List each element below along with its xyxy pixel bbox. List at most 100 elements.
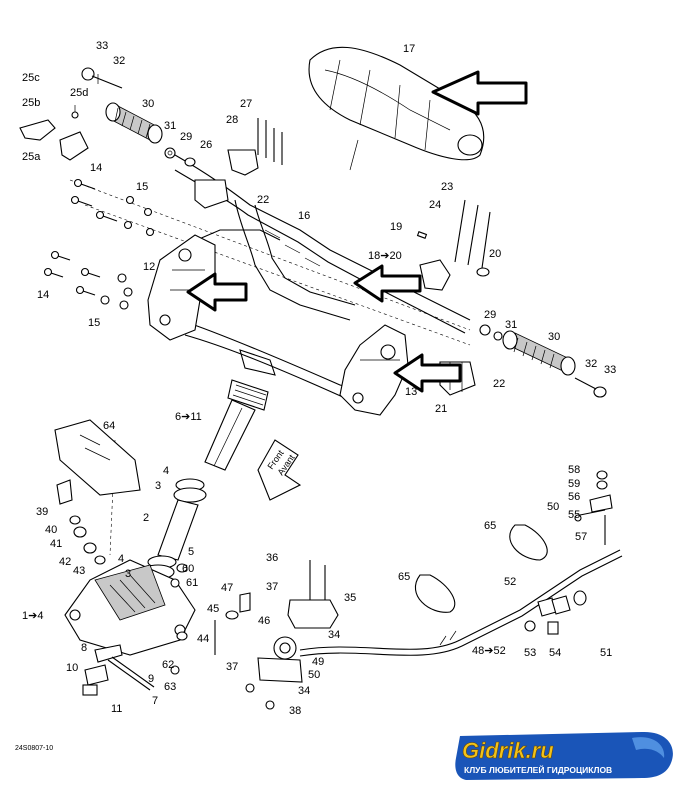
logo-banner-shape [455,731,673,780]
label-7: 7 [152,695,158,707]
bolts-lower-left [43,250,133,310]
label-53: 53 [524,647,536,659]
label-32-left: 32 [113,55,125,67]
callout-arrow-handlebar [353,264,422,303]
upper-clamp [227,118,283,176]
callout-arrow-bracket-left [186,272,248,312]
throttle-lever [19,105,89,161]
label-50-lower: 50 [308,669,320,681]
nozzle-linkage [524,470,613,635]
part-labels: 33 32 25c 25b 25d 25a 30 31 29 27 28 26 … [15,40,616,752]
label-42: 42 [59,556,71,568]
label-18-20: 18➔20 [368,250,402,262]
label-41: 41 [50,538,62,550]
label-60: 60 [182,563,194,575]
label-51: 51 [600,647,612,659]
label-20: 20 [489,248,501,260]
label-31-left: 31 [164,120,176,132]
label-33-left: 33 [96,40,108,52]
label-45: 45 [207,603,219,615]
label-27: 27 [240,98,252,110]
label-13: 13 [405,386,417,398]
label-52: 52 [504,576,516,588]
label-40: 40 [45,524,57,536]
label-61: 61 [186,577,198,589]
label-15-lower: 15 [88,317,100,329]
right-bracket [339,324,409,416]
label-34-upper: 34 [328,629,340,641]
label-26: 26 [200,139,212,151]
logo-tagline-text: КЛУБ ЛЮБИТЕЛЕЙ ГИДРОЦИКЛОВ [464,764,612,775]
label-14-lower: 14 [37,289,49,301]
label-25c: 25c [22,72,40,84]
label-24: 24 [429,199,441,211]
label-8: 8 [81,642,87,654]
right-washers [479,324,503,341]
right-clamp [416,199,491,291]
label-36: 36 [266,552,278,564]
label-37-lower: 37 [226,661,238,673]
callout-arrow-cover [431,70,528,116]
label-48-52: 48➔52 [472,645,506,657]
label-57: 57 [575,531,587,543]
label-50-upper: 50 [547,501,559,513]
label-5: 5 [188,546,194,558]
label-22-right: 22 [493,378,505,390]
label-19: 19 [390,221,402,233]
label-34-lower: 34 [298,685,310,697]
label-65-lower: 65 [398,571,410,583]
label-4-upper: 4 [163,465,169,477]
front-direction-arrow: Front Avant [257,439,302,501]
label-25a: 25a [22,151,41,163]
label-44: 44 [197,633,209,645]
left-bracket [147,234,216,341]
label-62: 62 [162,659,174,671]
label-37-upper: 37 [266,581,278,593]
label-35: 35 [344,592,356,604]
label-16: 16 [298,210,310,222]
label-1-4: 1➔4 [22,610,43,622]
label-46: 46 [258,615,270,627]
steering-base [56,479,196,696]
label-29-left: 29 [180,131,192,143]
label-39: 39 [36,506,48,518]
label-54: 54 [549,647,561,659]
label-31-right: 31 [505,319,517,331]
left-grip [105,102,163,144]
label-17: 17 [403,43,415,55]
label-21: 21 [435,403,447,415]
label-43: 43 [73,565,85,577]
cover-plate [54,419,141,496]
label-2: 2 [143,512,149,524]
left-end-cap [81,67,123,89]
label-11: 11 [111,703,122,715]
label-22-left: 22 [257,194,269,206]
label-28: 28 [226,114,238,126]
callout-arrow-bracket-right [393,353,462,393]
label-25b: 25b [22,97,40,109]
label-64: 64 [103,420,115,432]
label-23: 23 [441,181,453,193]
label-38: 38 [289,705,301,717]
label-9: 9 [148,673,154,685]
label-56: 56 [568,491,580,503]
label-3-upper: 3 [155,480,161,492]
logo-brand-text: Gidrik.ru [462,738,554,763]
label-47: 47 [221,582,233,594]
label-59: 59 [568,478,580,490]
label-65-upper: 65 [484,520,496,532]
label-10: 10 [66,662,78,674]
left-washers [164,147,196,167]
gidrik-watermark-logo: Gidrik.ru КЛУБ ЛЮБИТЕЛЕЙ ГИДРОЦИКЛОВ [455,731,673,780]
label-6-11: 6➔11 [175,411,202,423]
logo-wave-accent [632,737,665,758]
label-25d: 25d [70,87,88,99]
bolts-upper-left [70,178,155,237]
label-30-right: 30 [548,331,560,343]
label-29-right: 29 [484,309,496,321]
label-32-right: 32 [585,358,597,370]
label-4-lower: 4 [118,553,124,565]
steering-arm [214,549,623,710]
label-15-upper: 15 [136,181,148,193]
